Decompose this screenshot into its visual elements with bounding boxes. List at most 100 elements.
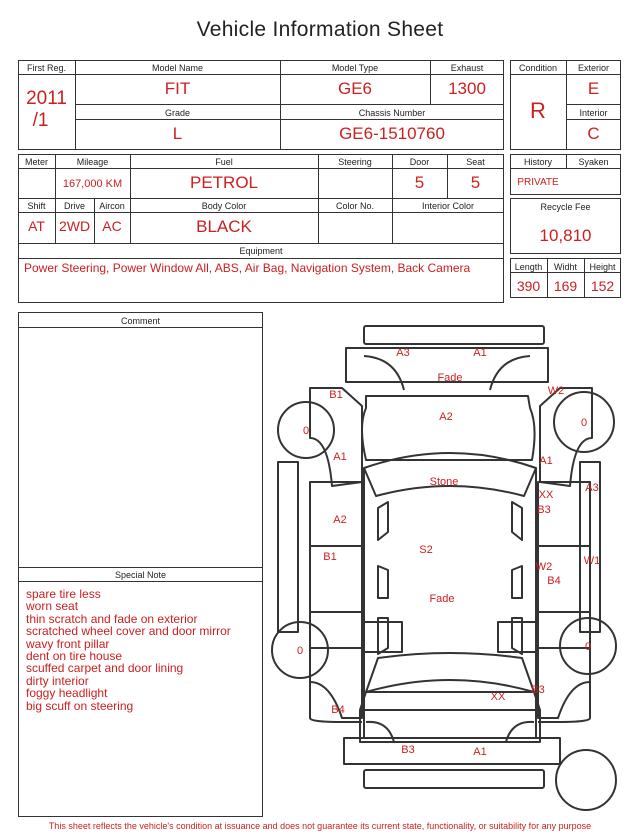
diag-right-a-pillar: A1	[539, 455, 552, 467]
door-label: Door	[409, 157, 430, 167]
special-note-item: worn seat	[26, 599, 79, 614]
special-note-item: dirty interior	[26, 673, 89, 688]
body-color-value: BLACK	[196, 217, 252, 236]
recycle-fee-box	[510, 198, 621, 254]
equipment-label: Equipment	[239, 246, 283, 256]
diag-front-left-fender: B1	[329, 389, 342, 401]
condition-value: R	[530, 98, 546, 123]
diag-hood: A2	[439, 411, 452, 423]
info-table-top	[18, 60, 504, 150]
diag-right-rocker: A3	[585, 482, 598, 494]
diag-front-right-fender: W2	[548, 385, 565, 397]
length-value: 390	[516, 278, 541, 294]
steering-label: Steering	[338, 157, 372, 167]
diag-front-right-tire: 0	[581, 417, 587, 429]
diag-right-rear-door-2: B4	[547, 575, 560, 587]
model-type-value: GE6	[337, 79, 373, 98]
mileage-value: 167,000 KM	[62, 178, 123, 190]
info-table-middle	[18, 154, 504, 303]
grade-value: L	[172, 124, 183, 143]
diag-rear-bumper-right: A1	[473, 746, 486, 758]
drive-value: 2WD	[58, 218, 91, 234]
diag-roof: S2	[419, 544, 432, 556]
special-note-label: Special Note	[114, 570, 167, 580]
color-no-label: Color No.	[335, 201, 374, 211]
seat-label: Seat	[466, 157, 485, 167]
diag-windshield: Stone	[430, 476, 459, 488]
interior-label: Interior	[579, 108, 608, 118]
special-note-item: spare tire less	[26, 587, 101, 601]
diag-right-rear-quarter: W1	[584, 555, 601, 567]
special-note-item: thin scratch and fade on exterior	[26, 611, 198, 626]
diag-left-rear-door: B1	[323, 551, 336, 563]
diag-right-rear-door-1: W2	[536, 561, 553, 573]
diag-left-a-pillar: A1	[333, 451, 346, 463]
car-damage-diagram: A3 A1 Fade A2 B1 W2 0 0 A1 A1 Stone XX B…	[271, 325, 617, 811]
width-value: 169	[553, 278, 578, 294]
first-reg-label: First Reg.	[26, 63, 66, 73]
history-box	[510, 154, 621, 195]
recycle-fee-value: 10,810	[539, 226, 592, 245]
exterior-label: Exterior	[577, 63, 609, 73]
diag-rear-bumper-left: B3	[401, 744, 414, 756]
diag-front-bumper-left: A3	[396, 347, 409, 359]
interior-color-label: Interior Color	[421, 201, 475, 211]
diag-front-left-tire: 0	[303, 425, 309, 437]
special-note-item: big scuff on steering	[26, 698, 134, 713]
special-note-item: wavy front pillar	[26, 636, 110, 651]
special-note-item: foggy headlight	[26, 686, 108, 701]
exhaust-value: 1300	[448, 79, 486, 98]
diag-rear-left-quarter: B4	[331, 704, 344, 716]
special-note-item: scratched wheel cover and door mirror	[26, 624, 231, 639]
aircon-value: AC	[102, 218, 122, 234]
model-name-value: FIT	[164, 79, 191, 98]
height-value: 152	[590, 278, 615, 294]
sheet-title: Vehicle Information Sheet	[196, 18, 444, 41]
chassis-label: Chassis Number	[358, 108, 426, 118]
chassis-value: GE6-1510760	[339, 124, 445, 143]
special-note-item: scuffed carpet and door lining	[26, 661, 184, 676]
fuel-value: PETROL	[189, 173, 259, 192]
footer-disclaimer: This sheet reflects the vehicle's condit…	[48, 821, 592, 831]
diag-trunk: Fade	[429, 593, 454, 605]
history-label: History	[523, 157, 552, 167]
shift-label: Shift	[27, 201, 46, 211]
condition-label: Condition	[518, 63, 558, 73]
body-color-label: Body Color	[201, 201, 247, 211]
special-note-list: spare tire less worn seat thin scratch a…	[26, 588, 258, 712]
diag-rear-window: XX	[491, 691, 506, 703]
door-value: 5	[414, 173, 425, 192]
dimensions-box	[510, 258, 621, 298]
diag-rear-right-tire: 0	[585, 641, 591, 653]
seat-value: 5	[470, 173, 481, 192]
diag-right-front-door-2: B3	[537, 504, 550, 516]
aircon-label: Aircon	[99, 201, 125, 211]
recycle-fee-label: Recycle Fee	[540, 202, 591, 212]
first-reg-year: 2011	[26, 88, 67, 109]
diag-rear-left-tire: 0	[297, 645, 303, 657]
exterior-value: E	[587, 79, 600, 98]
mileage-label: Mileage	[76, 157, 109, 167]
equipment-value: Power Steering, Power Window All, ABS, A…	[24, 261, 471, 275]
diag-rear-right-quarter: B3	[531, 684, 544, 696]
syaken-label: Syaken	[578, 157, 609, 167]
history-value: PRIVATE	[517, 177, 559, 188]
diag-left-front-door: A2	[333, 514, 346, 526]
meter-label: Meter	[24, 157, 48, 167]
first-reg-month: /1	[32, 110, 49, 131]
model-type-label: Model Type	[331, 63, 379, 73]
height-label: Height	[589, 262, 616, 272]
width-label: Widht	[553, 262, 577, 272]
shift-value: AT	[28, 218, 45, 234]
diag-front-bumper-right: A1	[473, 347, 486, 359]
drive-label: Drive	[63, 201, 85, 211]
diag-hood-top: Fade	[437, 372, 462, 384]
length-label: Length	[514, 262, 543, 272]
grade-label: Grade	[164, 108, 190, 118]
condition-box	[510, 60, 621, 150]
exhaust-label: Exhaust	[450, 63, 484, 73]
comment-label: Comment	[120, 316, 160, 326]
interior-value: C	[587, 124, 600, 143]
special-note-item: dent on tire house	[26, 649, 123, 664]
model-name-label: Model Name	[151, 63, 204, 73]
